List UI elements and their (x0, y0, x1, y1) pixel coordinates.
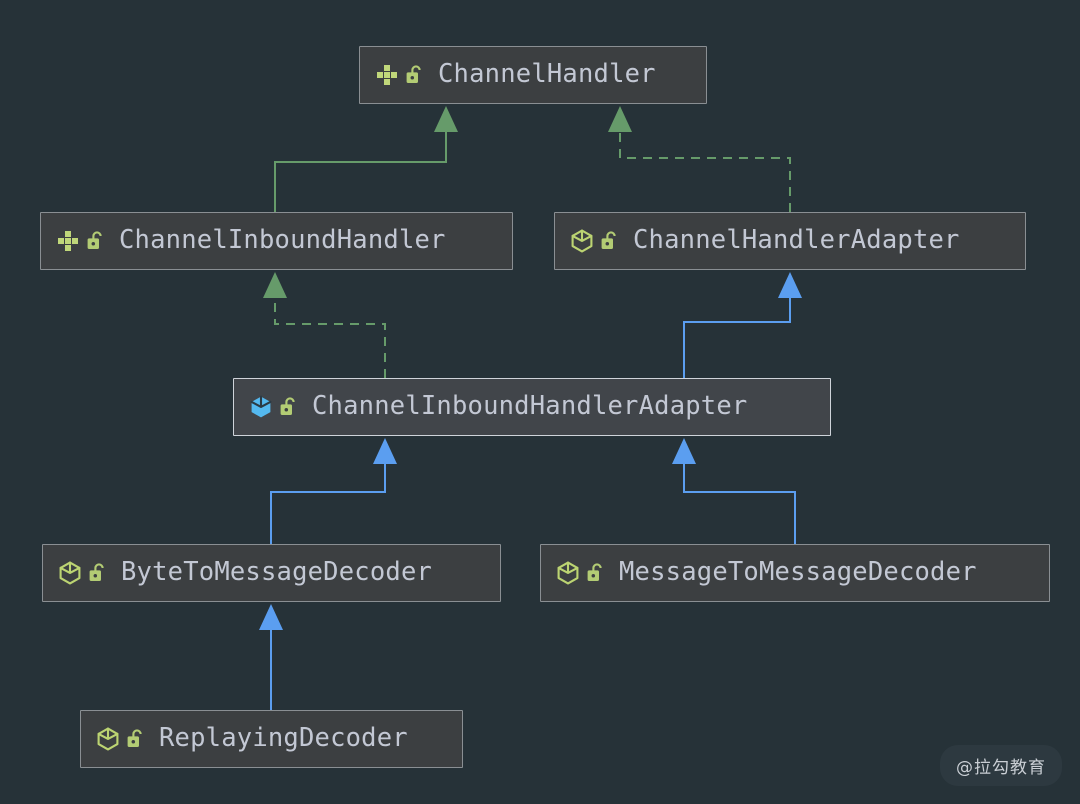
class-node-byte-to-message-decoder[interactable]: ByteToMessageDecoder (42, 544, 501, 602)
arrow-head (434, 106, 458, 132)
unlock-icon (126, 728, 145, 750)
interface-icon (55, 228, 81, 254)
class-node-label: ByteToMessageDecoder (121, 557, 433, 588)
class-node-label: ChannelInboundHandlerAdapter (312, 391, 748, 422)
watermark: @拉勾教育 (940, 745, 1062, 786)
unlock-icon (88, 562, 107, 584)
abstract-class-icon (57, 560, 83, 586)
class-node-channel-inbound-handler[interactable]: ChannelInboundHandler (40, 212, 513, 270)
class-node-label: ChannelHandlerAdapter (633, 225, 960, 256)
unlock-icon (405, 64, 424, 86)
connector-implements (608, 106, 791, 212)
arrow-head (778, 272, 802, 298)
connector-extends (672, 438, 796, 544)
unlock-icon (86, 230, 105, 252)
class-node-replaying-decoder[interactable]: ReplayingDecoder (80, 710, 463, 768)
class-node-channel-handler[interactable]: ChannelHandler (359, 46, 707, 104)
connector-extends (259, 604, 283, 710)
class-node-channel-handler-adapter[interactable]: ChannelHandlerAdapter (554, 212, 1026, 270)
class-icon (248, 394, 274, 420)
class-node-channel-inbound-handler-adapter[interactable]: ChannelInboundHandlerAdapter (233, 378, 831, 436)
abstract-class-icon (555, 560, 581, 586)
connector-implements (263, 272, 386, 378)
abstract-class-icon (569, 228, 595, 254)
connector-extends (683, 272, 802, 378)
unlock-icon (586, 562, 605, 584)
class-node-label: ChannelHandler (438, 59, 656, 90)
interface-icon (374, 62, 400, 88)
arrow-head (672, 438, 696, 464)
unlock-icon (600, 230, 619, 252)
arrow-head (263, 272, 287, 298)
arrow-head (259, 604, 283, 630)
class-node-label: MessageToMessageDecoder (619, 557, 977, 588)
unlock-icon (279, 396, 298, 418)
class-node-message-to-message-decoder[interactable]: MessageToMessageDecoder (540, 544, 1050, 602)
connector-extends (274, 106, 458, 212)
arrow-head (373, 438, 397, 464)
abstract-class-icon (95, 726, 121, 752)
class-node-label: ChannelInboundHandler (119, 225, 446, 256)
arrow-head (608, 106, 632, 132)
connector-extends (270, 438, 397, 544)
class-node-label: ReplayingDecoder (159, 723, 408, 754)
